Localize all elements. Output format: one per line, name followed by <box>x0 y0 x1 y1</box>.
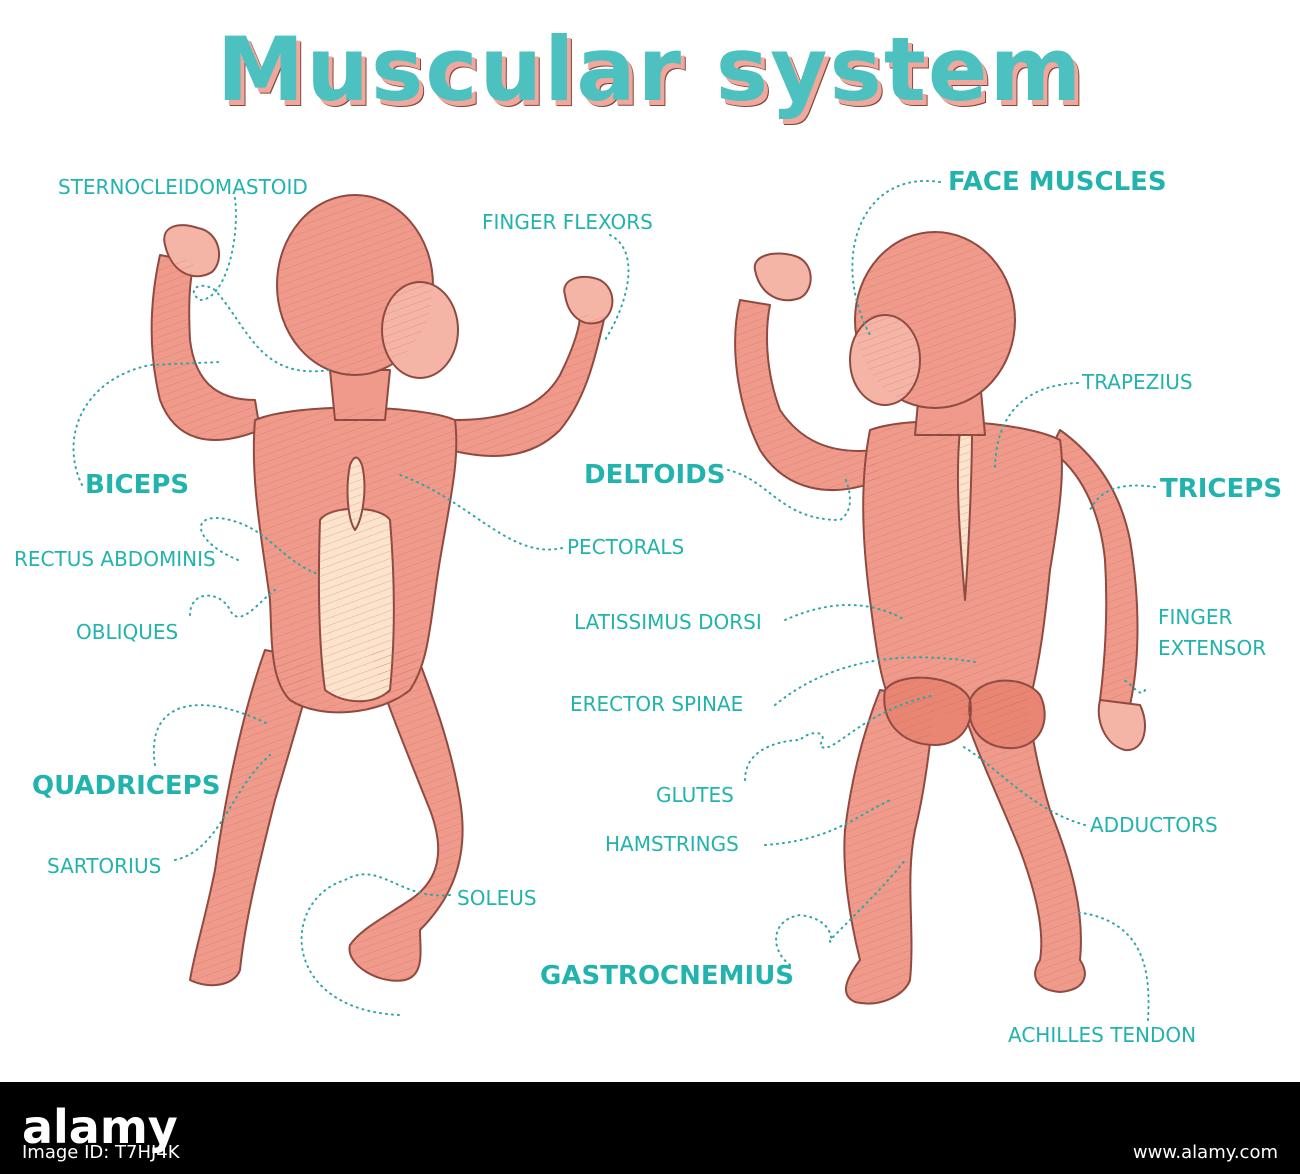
label-quadriceps: QUADRICEPS <box>32 771 221 801</box>
label-pectorals: PECTORALS <box>567 535 685 559</box>
label-soleus: SOLEUS <box>457 886 537 910</box>
label-finger-extensor-line2: EXTENSOR <box>1158 636 1267 660</box>
label-face-muscles: FACE MUSCLES <box>948 167 1167 197</box>
leader-lines <box>72 179 1156 1021</box>
back-right-fist <box>1097 699 1146 752</box>
front-right-fist <box>563 275 614 325</box>
label-erector-spinae: ERECTOR SPINAE <box>570 692 744 716</box>
stock-footer-bar: alamy Image ID: T7HJ4K www.alamy.com <box>0 1082 1300 1174</box>
back-figure <box>734 231 1146 1005</box>
label-achilles-tendon: ACHILLES TENDON <box>1008 1023 1197 1047</box>
label-triceps: TRICEPS <box>1160 474 1283 504</box>
front-figure <box>150 194 614 987</box>
muscle-diagram <box>72 179 1156 1021</box>
label-biceps: BICEPS <box>85 470 190 500</box>
label-rectus-abdominis: RECTUS ABDOMINIS <box>14 547 216 571</box>
footer-logo: alamy <box>22 1100 178 1154</box>
label-gastrocnemius: GASTROCNEMIUS <box>540 961 795 991</box>
label-glutes: GLUTES <box>656 783 734 807</box>
back-left-fist <box>753 252 812 302</box>
footer-site: www.alamy.com <box>1132 1142 1278 1163</box>
label-finger-flexors: FINGER FLEXORS <box>482 210 653 234</box>
label-sartorius: SARTORIUS <box>47 854 162 878</box>
label-adductors: ADDUCTORS <box>1090 813 1218 837</box>
label-deltoids: DELTOIDS <box>584 460 726 490</box>
label-sternocleidomastoid: STERNOCLEIDOMASTOID <box>58 175 308 199</box>
label-trapezius: TRAPEZIUS <box>1082 370 1193 394</box>
footer-image-id: Image ID: T7HJ4K <box>22 1142 180 1163</box>
label-hamstrings: HAMSTRINGS <box>605 832 739 856</box>
label-latissimus-dorsi: LATISSIMUS DORSI <box>574 610 762 634</box>
label-finger-extensor-line1: FINGER <box>1158 605 1233 629</box>
label-obliques: OBLIQUES <box>76 620 179 644</box>
page-title: Muscular system <box>216 18 1084 121</box>
